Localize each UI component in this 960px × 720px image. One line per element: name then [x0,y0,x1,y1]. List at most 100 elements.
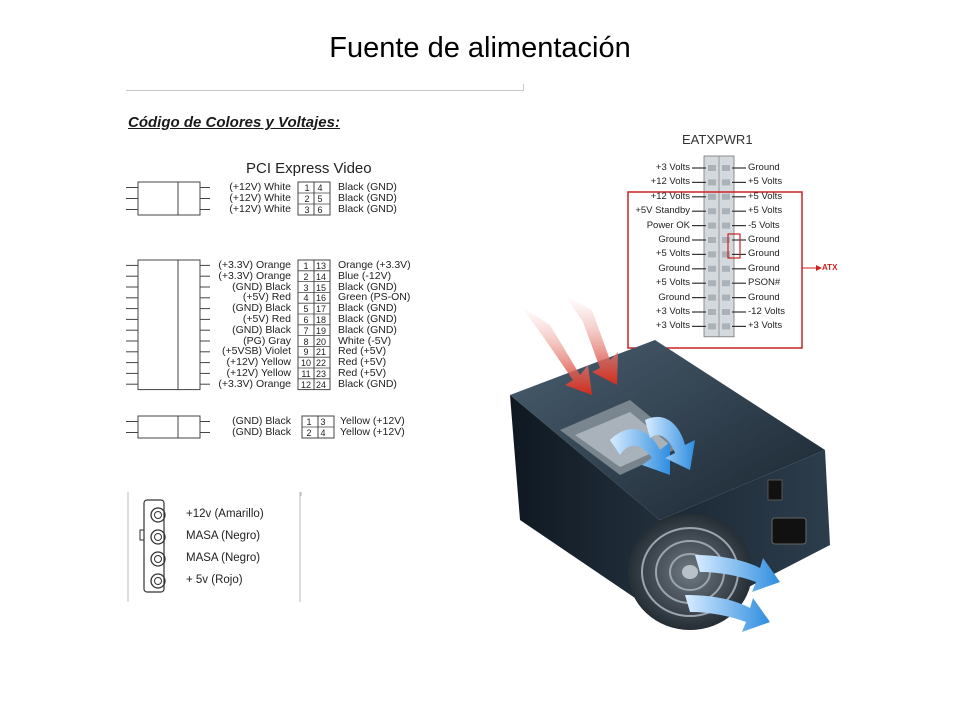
pin-number: 3 [320,417,326,427]
atx24-pin-label: (+5VSB) Violet [222,345,291,358]
pin-number: 5 [303,304,309,315]
p4-pin-label: Yellow (+12V) [340,426,405,438]
atx24-pin-label: (+3.3V) Orange [218,259,291,271]
eatx-pin-label: Ground [748,162,780,173]
eatx-pin-label: Ground [748,291,780,303]
eatx-pin-label: Ground [658,291,690,303]
atx24-pin-label: Red (+5V) [338,356,387,369]
atx24-pin-label: Black (GND) [338,323,397,336]
pin-number: 2 [306,428,312,438]
pin-number: 7 [303,325,309,336]
atx24-pin-label: Black (GND) [338,377,397,390]
pin-number: 20 [315,336,326,347]
atx24-pin-label: Black (GND) [338,280,397,293]
pin-number: 19 [315,325,326,336]
pci-pin-label: (+12V) White [229,192,291,204]
atx24-pin-label: Blue (-12V) [338,269,392,282]
p4-pin-label: (GND) Black [232,426,291,438]
eatx-pin-label: +12 Volts [650,190,690,202]
pin-number: 6 [303,315,309,325]
molex-pin-label: MASA (Negro) [186,552,261,564]
eatx-pin-label: PSON# [748,277,781,289]
eatx-pin-label: Ground [658,262,690,274]
eatx-pin-label: +3 Volts [748,320,783,332]
pin-number: 9 [303,347,309,358]
eatx-pin-label: +5 Volts [748,205,783,217]
pci-pin-label: Black (GND) [338,181,397,193]
molex-pin-label: +12v (Amarillo) [186,508,264,520]
divider [126,90,524,91]
eatx-pin-label: Ground [748,262,780,274]
eatx-pin-label: +3 Volts [655,162,690,173]
eatx-title: EATXPWR1 [682,132,753,147]
connector-drawings [126,181,335,439]
molex-pin-label: MASA (Negro) [186,530,261,542]
eatx-pin-label: +5 Volts [655,248,690,260]
pin-number: 3 [303,282,309,293]
pci-pin-label: (+12V) White [229,181,291,193]
pin-number: 4 [317,183,323,193]
pin-number: 13 [315,261,326,271]
atx24-pin-label: Red (+5V) [338,367,387,379]
pci-pin-label: (+12V) White [229,203,291,215]
pci-pin-label: Black (GND) [338,203,397,215]
atx24-pin-label: (+12V) Yellow [226,367,291,379]
atx24-pin-label: Green (PS-ON) [338,291,411,304]
eatx-pin-label: +5 Volts [748,176,783,188]
atx24-pin-label: (+3.3V) Orange [218,377,291,390]
eatx-connector-drawing [627,155,822,349]
eatx-pin-label: Ground [748,248,780,260]
pin-number: 2 [303,271,309,282]
atx24-pin-label: Red (+5V) [338,345,387,358]
pin-number: 11 [301,369,311,379]
molex-pin-label: + 5v (Rojo) [186,574,243,586]
pin-number: 10 [300,358,311,369]
pci-pin-label: Black (GND) [338,192,397,204]
eatx-pin-label: +3 Volts [655,306,690,317]
pin-number: 17 [315,304,326,315]
divider-tick [523,84,524,91]
pin-number: 8 [303,336,309,347]
eatx-pin-label: -12 Volts [748,306,785,317]
pin-number: 21 [315,347,326,358]
atx24-pin-label: (+12V) Yellow [226,356,291,369]
pin-number: 4 [303,293,309,304]
pin-number: 12 [300,379,311,390]
pin-number: 2 [304,194,310,204]
atx24-pin-label: (+3.3V) Orange [218,269,291,282]
pci-express-title: PCI Express Video [246,160,372,177]
atx24-pin-label: (+5V) Red [242,313,291,325]
eatx-pin-label: +5V Standby [635,205,690,217]
atx24-pin-label: White (-5V) [338,334,392,347]
pin-number: 1 [306,417,312,427]
eatx-pin-label: -5 Volts [748,219,780,231]
atx-tag: ATX [822,263,838,272]
eatx-pin-label: Ground [748,234,780,245]
page-title: Fuente de alimentación [329,32,631,64]
pin-number: 6 [317,205,323,215]
eatx-pin-label: Ground [658,234,690,245]
eatx-pin-label: Power OK [646,219,690,231]
atx24-pin-label: (+5V) Red [242,291,291,304]
eatx-pin-label: +5 Volts [748,190,783,202]
molex-border [299,492,301,602]
pin-number: 24 [315,379,326,390]
eatx-pin-label: +3 Volts [655,320,690,332]
p4-pin-label: Yellow (+12V) [340,415,405,427]
pin-number: 5 [317,194,323,204]
pin-number: 22 [315,358,326,369]
pin-number: 16 [315,293,326,304]
pin-number: 4 [320,428,326,438]
atx24-pin-label: (GND) Black [232,302,291,315]
atx24-pin-label: Black (GND) [338,302,397,315]
psu-illustration [510,295,830,632]
pin-number: 15 [315,282,326,293]
pin-number: 18 [315,315,326,325]
molex-connector-drawing [127,492,302,602]
atx24-pin-label: Orange (+3.3V) [338,259,411,271]
atx24-pin-label: (GND) Black [232,280,291,293]
section-title: Código de Colores y Voltajes: [128,114,340,131]
eatx-pin-label: +5 Volts [655,277,690,289]
pin-number: 1 [304,183,310,193]
p4-pin-label: (GND) Black [232,415,291,427]
